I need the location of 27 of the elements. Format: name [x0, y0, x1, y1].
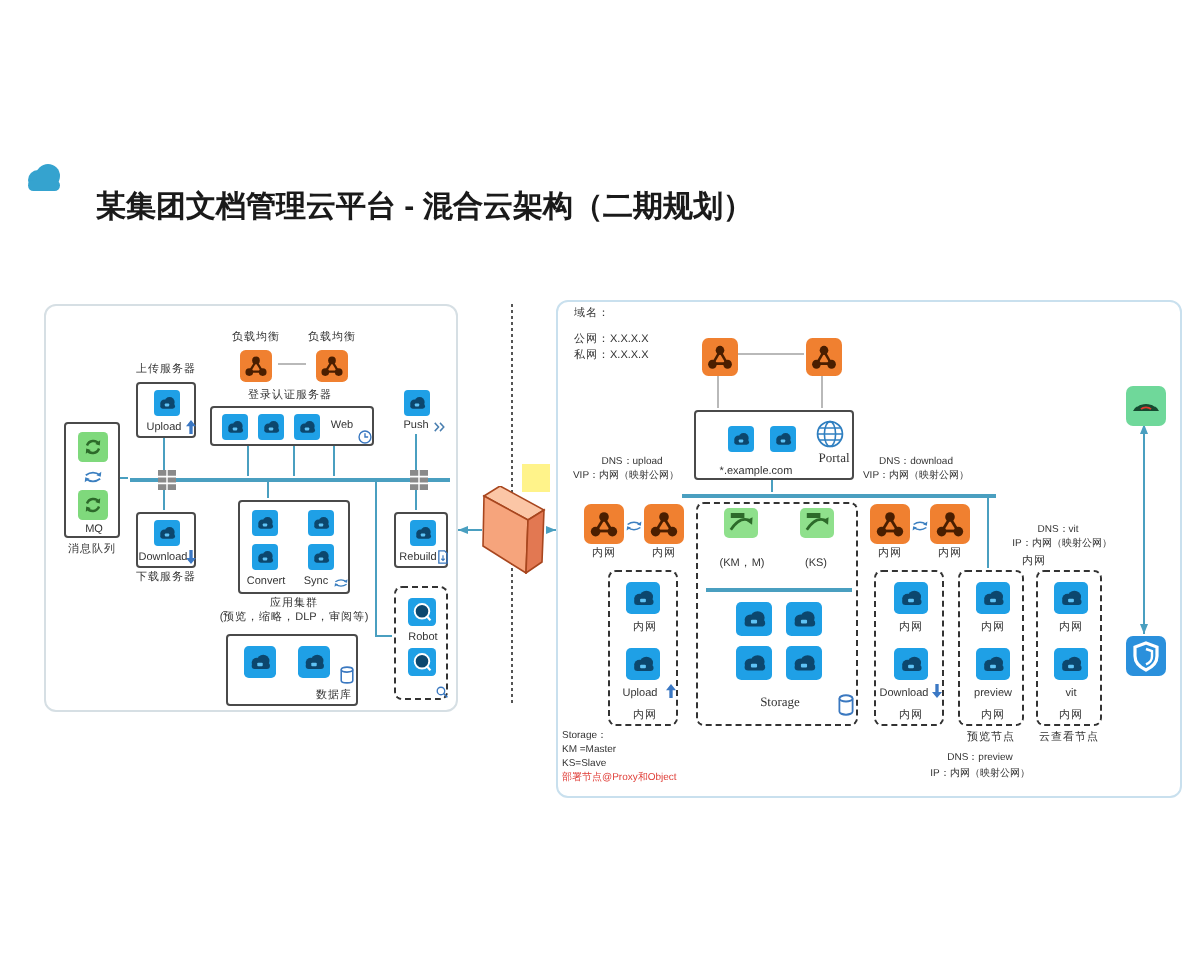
bus-line: [130, 478, 450, 482]
arrow: [457, 526, 483, 534]
server-box: [694, 410, 854, 480]
server-box: [226, 634, 358, 706]
connector-line: [717, 373, 719, 409]
connector-line: [735, 353, 805, 355]
bus-line: [682, 494, 996, 498]
connector-line: [821, 373, 823, 409]
arrow: [545, 526, 557, 534]
connector-line: [333, 443, 335, 477]
connector-line: [771, 477, 773, 493]
connector-line: [987, 495, 989, 569]
title: 某集团文档管理云平台 - 混合云架构（二期规划）: [96, 190, 753, 225]
arrow: [1140, 423, 1148, 635]
dashed-group-box: [394, 586, 448, 700]
connector-line: [293, 443, 295, 477]
connector-line: [277, 363, 307, 365]
panel: [44, 304, 458, 712]
connector-line: [117, 477, 129, 479]
dashed-group-box: [874, 570, 944, 726]
server-box: [394, 512, 448, 568]
connector-line: [375, 479, 393, 637]
connector-line: [247, 443, 249, 477]
panel: [556, 300, 1182, 798]
connector-line: [267, 479, 269, 499]
dashed-group-box: [696, 502, 858, 726]
dashed-group-box: [608, 570, 678, 726]
